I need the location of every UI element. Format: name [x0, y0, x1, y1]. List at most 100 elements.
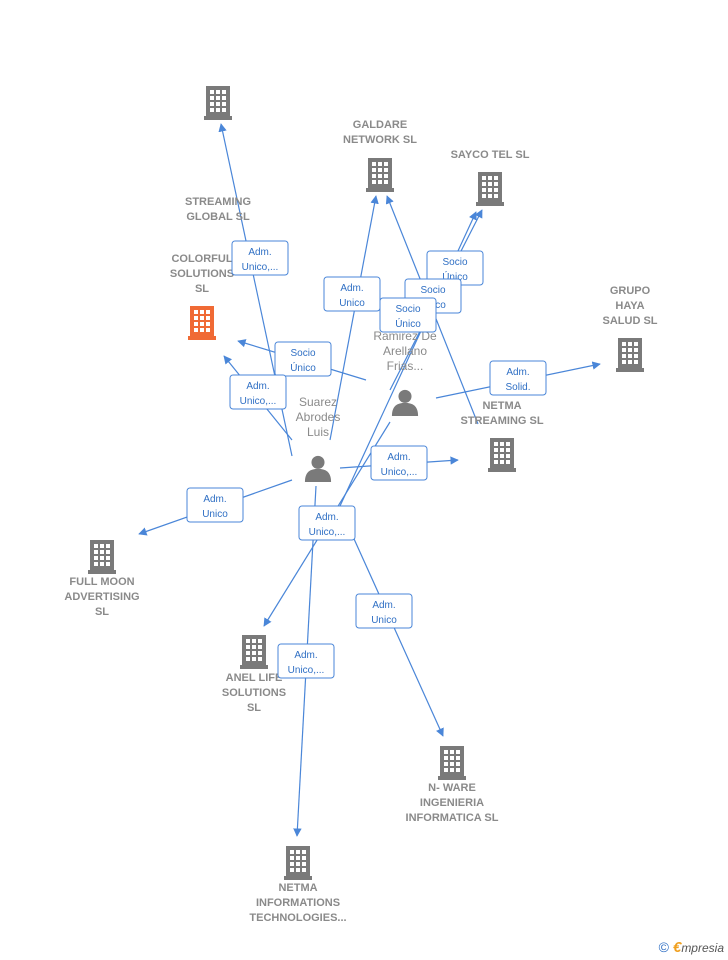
relationship-label-text: Adm.	[315, 512, 338, 523]
company-name: ANEL LIFE	[226, 672, 283, 684]
company-name: NETWORK SL	[343, 134, 417, 146]
company-node-netma_info[interactable]: NETMAINFORMATIONSTECHNOLOGIES...	[249, 846, 347, 924]
relationship-label-text: Adm.	[387, 452, 410, 463]
brand-footer: ©€mpresia	[659, 939, 724, 956]
relationship-label-text: Socio	[420, 285, 445, 296]
relationship-label-text: Unico,...	[381, 467, 418, 478]
relationship-label-box	[370, 445, 428, 481]
company-node-fullmoon[interactable]: FULL MOON ADVERTISING SL	[64, 540, 140, 618]
relationship-label-text: Socio	[395, 304, 420, 315]
company-name: COLORFUL	[171, 253, 232, 265]
relationship-label[interactable]: Adm. Unico,...	[231, 240, 289, 276]
relationship-label-text: Adm.	[203, 494, 226, 505]
relationship-label[interactable]: Adm. Unico	[186, 487, 244, 523]
relationship-label[interactable]: Adm. Solid.	[489, 360, 547, 396]
copyright-icon: ©	[658, 939, 669, 955]
brand-name: mpresia	[681, 941, 724, 955]
relationship-label-text: Adm.	[248, 247, 271, 258]
relationship-label-text: Unico	[371, 615, 397, 626]
building-icon	[240, 635, 268, 669]
relationship-label[interactable]: Adm. Unico,...	[298, 505, 356, 541]
relationship-label-text: Adm.	[246, 381, 269, 392]
relationship-label[interactable]: Adm. Unico,...	[370, 445, 428, 481]
relationship-label-box	[274, 341, 332, 377]
brand-logo-mark: €	[672, 939, 682, 956]
company-name: SOLUTIONS	[170, 268, 234, 280]
company-name: SALUD SL	[603, 315, 658, 327]
building-icon	[204, 86, 232, 120]
person-name: Luis	[307, 425, 329, 439]
relationship-label-text: Único	[290, 361, 316, 374]
company-name: N- WARE	[428, 782, 476, 794]
company-name: STREAMING SL	[460, 415, 543, 427]
relationship-label-text: Unico,...	[240, 396, 277, 407]
building-icon	[284, 846, 312, 880]
relationship-label-text: Adm.	[372, 600, 395, 611]
building-icon	[88, 540, 116, 574]
company-name: INFORMATICA SL	[406, 812, 499, 824]
relationship-label[interactable]: Adm. Unico	[323, 276, 381, 312]
relationship-label-box	[186, 487, 244, 523]
relationship-label-text: Único	[395, 317, 421, 330]
relationship-label[interactable]: Adm. Unico,...	[229, 374, 287, 410]
edge-line	[329, 195, 379, 441]
company-name: INFORMATIONS	[256, 897, 340, 909]
person-icon	[304, 455, 332, 482]
relationship-label-text: Solid.	[505, 382, 530, 393]
building-icon	[616, 338, 644, 372]
company-node-streaming[interactable]: STREAMING GLOBAL SL	[185, 86, 251, 223]
company-name: SL	[95, 606, 109, 618]
relationship-label-text: Unico	[202, 509, 228, 520]
company-name: GALDARE	[353, 119, 407, 131]
company-name: ADVERTISING	[64, 591, 139, 603]
building-icon	[488, 438, 516, 472]
relationship-label-box	[355, 593, 413, 629]
edge-line	[349, 529, 444, 737]
relationship-label-text: Unico,...	[309, 527, 346, 538]
company-name: SL	[247, 702, 261, 714]
person-name: Suarez	[299, 395, 337, 409]
company-name: SOLUTIONS	[222, 687, 286, 699]
company-node-colorful[interactable]: COLORFUL SOLUTIONS SL	[170, 253, 234, 340]
relationship-label-text: Socio	[290, 348, 315, 359]
relationship-label-box	[323, 276, 381, 312]
company-name: SAYCO TEL SL	[451, 149, 530, 161]
relationship-label-text: Adm.	[506, 367, 529, 378]
company-name: SL	[195, 283, 209, 295]
company-name: HAYA	[615, 300, 644, 312]
relationship-label-box	[231, 240, 289, 276]
person-icon	[391, 389, 419, 416]
relationship-label-box	[489, 360, 547, 396]
relationship-label-text: Adm.	[340, 283, 363, 294]
person-name: Frias...	[387, 359, 424, 373]
relationship-label[interactable]: Adm. Unico	[355, 593, 413, 629]
company-node-galdare[interactable]: GALDARE NETWORK SL	[343, 119, 417, 192]
relationship-label-box	[298, 505, 356, 541]
person-node-ramirez[interactable]: Ramirez DeArellanoFrias...	[373, 329, 437, 416]
building-icon	[188, 306, 216, 340]
relationship-label-box	[379, 297, 437, 333]
building-icon	[476, 172, 504, 206]
relationship-label-text: Unico,...	[242, 262, 279, 273]
relationship-label-text: Socio	[442, 257, 467, 268]
company-node-sayco[interactable]: SAYCO TEL SL	[451, 149, 530, 206]
relationship-label[interactable]: Adm.Unico,...	[277, 643, 335, 679]
company-name: STREAMING	[185, 196, 251, 208]
person-name: Abrodes	[296, 410, 341, 424]
building-icon	[438, 746, 466, 780]
company-node-anel[interactable]: ANEL LIFE SOLUTIONS SL	[222, 635, 286, 714]
company-name: TECHNOLOGIES...	[249, 912, 346, 924]
relationship-label-text: Unico	[339, 298, 365, 309]
person-name: Arellano	[383, 344, 427, 358]
company-name: GLOBAL SL	[186, 211, 250, 223]
company-name: FULL MOON	[69, 576, 134, 588]
relationship-label-text: Unico,...	[288, 665, 325, 676]
